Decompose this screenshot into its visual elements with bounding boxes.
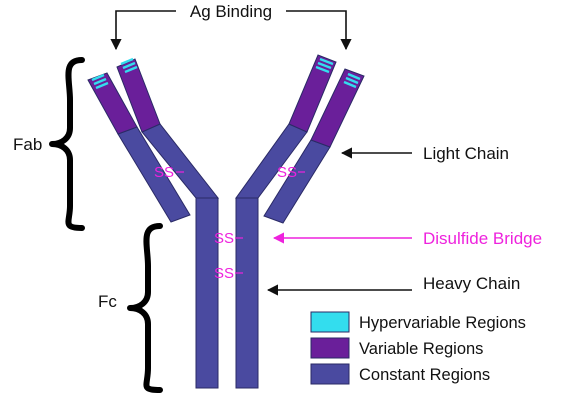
heavy-chain-left bbox=[116, 57, 220, 389]
heavy-chain-right-hypervariable bbox=[315, 57, 334, 74]
fc-brace bbox=[127, 223, 163, 393]
light-chain-right bbox=[263, 68, 365, 224]
disulfide-mark-hinge-lower: SS bbox=[214, 265, 234, 282]
disulfide-mark-left-arm: SS bbox=[154, 164, 174, 181]
fab-label: Fab bbox=[13, 135, 42, 154]
heavy-chain-label: Heavy Chain bbox=[423, 274, 520, 293]
ag-binding-label: Ag Binding bbox=[190, 2, 272, 21]
legend-label-constant: Constant Regions bbox=[359, 366, 490, 384]
disulfide-bridge-label: Disulfide Bridge bbox=[423, 229, 542, 248]
heavy-chain-right-arm-variable bbox=[288, 54, 337, 133]
light-chain-right-hypervariable bbox=[343, 72, 361, 89]
disulfide-mark-right-arm: SS bbox=[277, 164, 297, 181]
ag-binding-arrow-right bbox=[286, 10, 352, 51]
legend-swatch-hypervariable bbox=[310, 311, 350, 333]
legend: Hypervariable Regions Variable Regions C… bbox=[310, 311, 526, 385]
fc-label: Fc bbox=[98, 292, 117, 311]
legend-swatch-variable bbox=[310, 337, 350, 359]
legend-label-hypervariable: Hypervariable Regions bbox=[359, 314, 526, 332]
heavy-chain-left-hypervariable bbox=[120, 57, 138, 74]
legend-swatch-constant bbox=[310, 363, 350, 385]
heavy-chain-right-stem bbox=[235, 197, 259, 389]
light-chain-right-variable bbox=[310, 68, 365, 148]
legend-label-variable: Variable Regions bbox=[359, 340, 483, 358]
light-chain-left-hypervariable bbox=[91, 73, 109, 90]
fab-brace bbox=[49, 57, 85, 231]
disulfide-mark-hinge-upper: SS bbox=[214, 230, 234, 247]
light-chain-label: Light Chain bbox=[423, 144, 509, 163]
light-chain-left bbox=[87, 72, 191, 223]
heavy-chain-left-stem bbox=[195, 197, 219, 389]
heavy-chain-right bbox=[235, 54, 337, 389]
ag-binding-arrow-left bbox=[110, 10, 176, 51]
